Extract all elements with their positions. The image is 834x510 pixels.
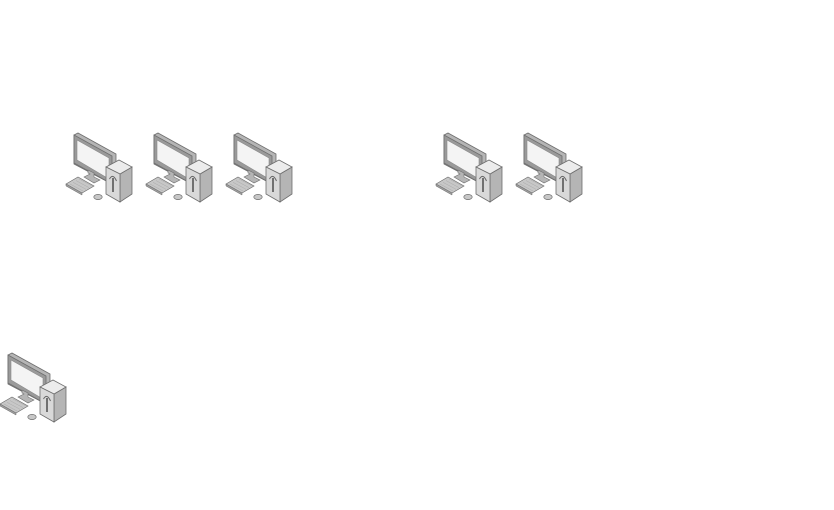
keyboard-keys bbox=[442, 182, 457, 190]
keyboard-keys bbox=[522, 182, 537, 190]
workstation-node[interactable] bbox=[434, 132, 504, 207]
tower-emblem-arch bbox=[189, 175, 197, 182]
keyboard-keys bbox=[439, 183, 454, 192]
keyboard-keys bbox=[75, 180, 90, 188]
keyboard-keys bbox=[158, 178, 173, 187]
desktop-computer-icon bbox=[225, 132, 293, 203]
tower-emblem-arch bbox=[559, 175, 567, 182]
mouse bbox=[173, 194, 183, 200]
keyboard-keys bbox=[149, 183, 164, 192]
keyboard-keys bbox=[445, 180, 460, 188]
keyboard-edge bbox=[225, 183, 243, 196]
monitor-stand bbox=[17, 389, 35, 404]
keyboard-edge bbox=[0, 403, 17, 416]
desktop-computer-icon bbox=[65, 132, 133, 203]
desktop-computer-icon bbox=[515, 132, 583, 203]
keyboard-keys bbox=[519, 183, 534, 192]
keyboard-edge bbox=[435, 183, 453, 196]
desktop-computer-icon bbox=[435, 132, 503, 203]
keyboard-keys bbox=[152, 182, 167, 190]
mouse bbox=[27, 414, 37, 420]
mouse bbox=[93, 194, 103, 200]
monitor-stand bbox=[163, 169, 181, 184]
workstation-node[interactable] bbox=[64, 132, 134, 207]
workstation-node[interactable] bbox=[0, 352, 68, 427]
tower-emblem-arch bbox=[43, 395, 51, 402]
monitor-stand bbox=[533, 169, 551, 184]
keyboard-keys bbox=[238, 178, 253, 187]
keyboard-edge bbox=[65, 183, 83, 196]
desktop-computer-icon bbox=[0, 352, 67, 423]
mouse bbox=[253, 194, 263, 200]
keyboard-keys bbox=[448, 178, 463, 187]
monitor-stand bbox=[243, 169, 261, 184]
mouse bbox=[463, 194, 473, 200]
keyboard-keys bbox=[232, 182, 247, 190]
keyboard-keys bbox=[9, 400, 24, 408]
keyboard-keys bbox=[6, 402, 21, 410]
keyboard-keys bbox=[155, 180, 170, 188]
keyboard-keys bbox=[525, 180, 540, 188]
tower-emblem-arch bbox=[269, 175, 277, 182]
monitor-stand bbox=[83, 169, 101, 184]
workstation-node[interactable] bbox=[144, 132, 214, 207]
tower-emblem-arch bbox=[109, 175, 117, 182]
keyboard-keys bbox=[229, 183, 244, 192]
keyboard-keys bbox=[72, 182, 87, 190]
keyboard-edge bbox=[515, 183, 533, 196]
keyboard-keys bbox=[78, 178, 93, 187]
desktop-computer-icon bbox=[145, 132, 213, 203]
mouse bbox=[543, 194, 553, 200]
keyboard-edge bbox=[145, 183, 163, 196]
keyboard-keys bbox=[69, 183, 84, 192]
tower-emblem-arch bbox=[479, 175, 487, 182]
keyboard-keys bbox=[3, 403, 18, 412]
monitor-stand bbox=[453, 169, 471, 184]
workstation-node[interactable] bbox=[224, 132, 294, 207]
keyboard-keys bbox=[528, 178, 543, 187]
workstation-node[interactable] bbox=[514, 132, 584, 207]
keyboard-keys bbox=[235, 180, 250, 188]
keyboard-keys bbox=[12, 398, 27, 407]
